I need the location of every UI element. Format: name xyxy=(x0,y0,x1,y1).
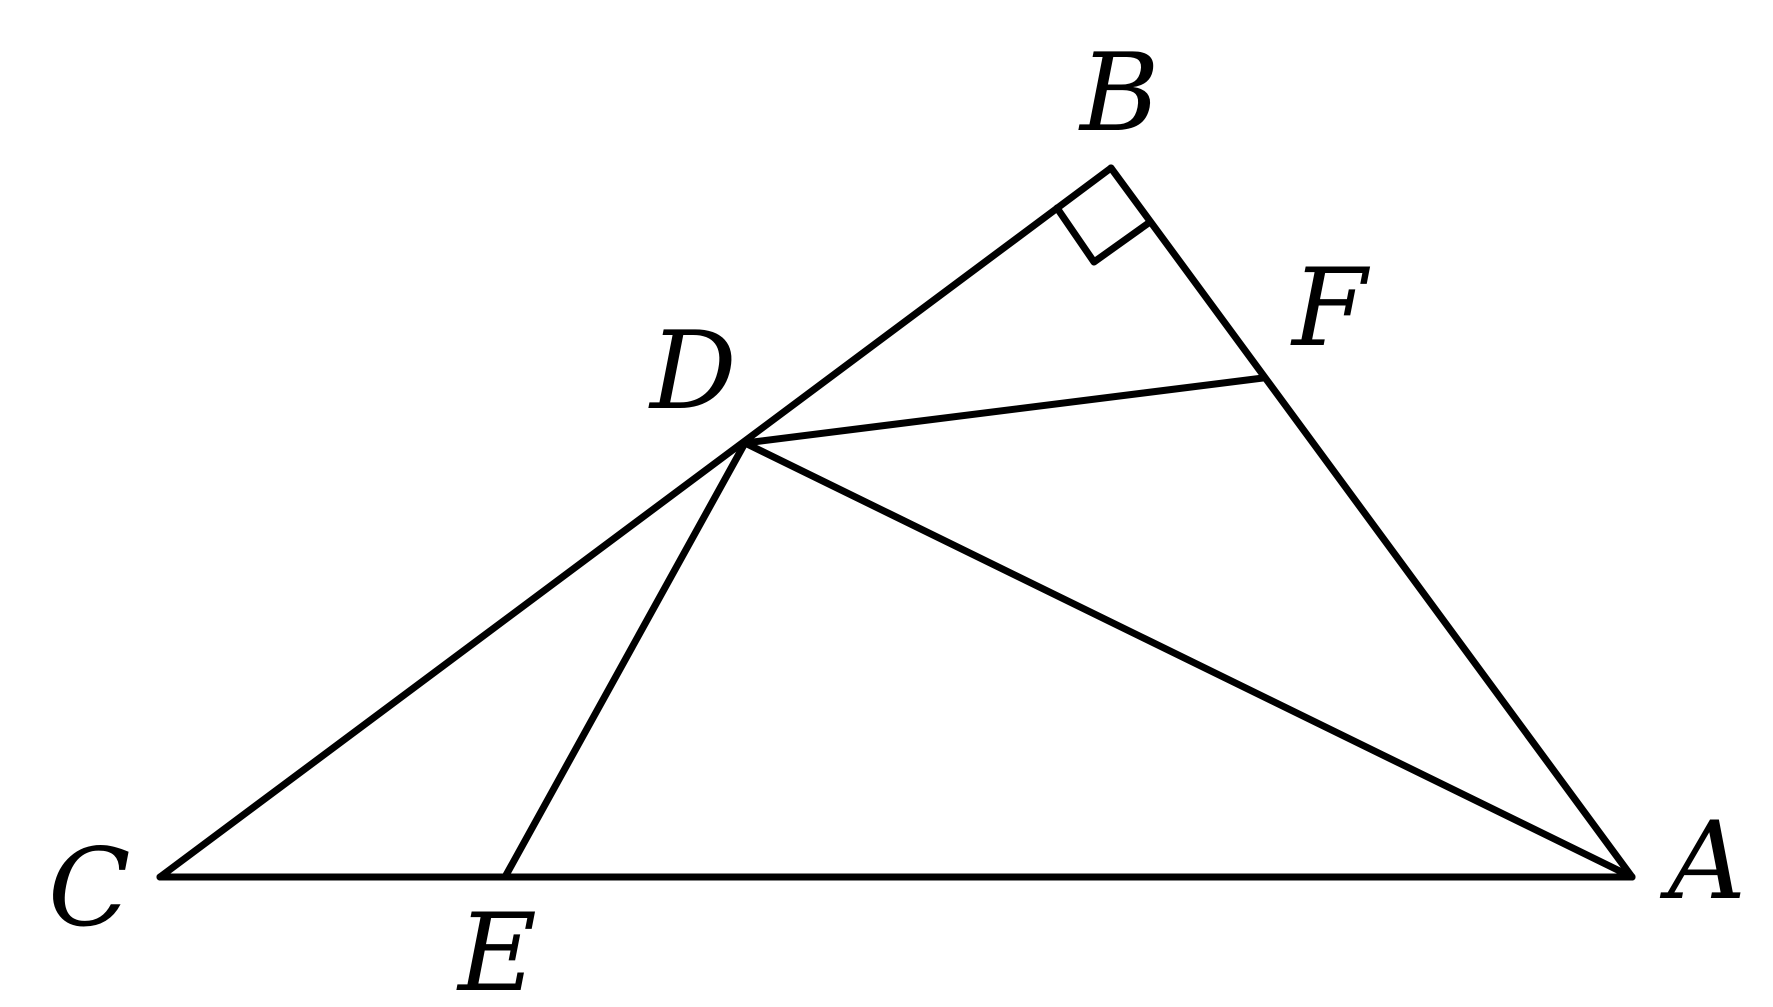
segment-de xyxy=(501,439,749,881)
segment-da xyxy=(741,439,1636,881)
right-angle-marker xyxy=(1053,204,1154,266)
label-c: C xyxy=(48,826,131,951)
label-b: B xyxy=(1078,31,1159,156)
label-f: F xyxy=(1290,246,1371,371)
label-e: E xyxy=(456,891,537,1007)
segment-df xyxy=(741,374,1267,447)
segment-ba xyxy=(1107,164,1636,881)
label-a: A xyxy=(1659,799,1746,924)
label-d: D xyxy=(648,309,737,434)
segment-cb xyxy=(156,164,1115,881)
